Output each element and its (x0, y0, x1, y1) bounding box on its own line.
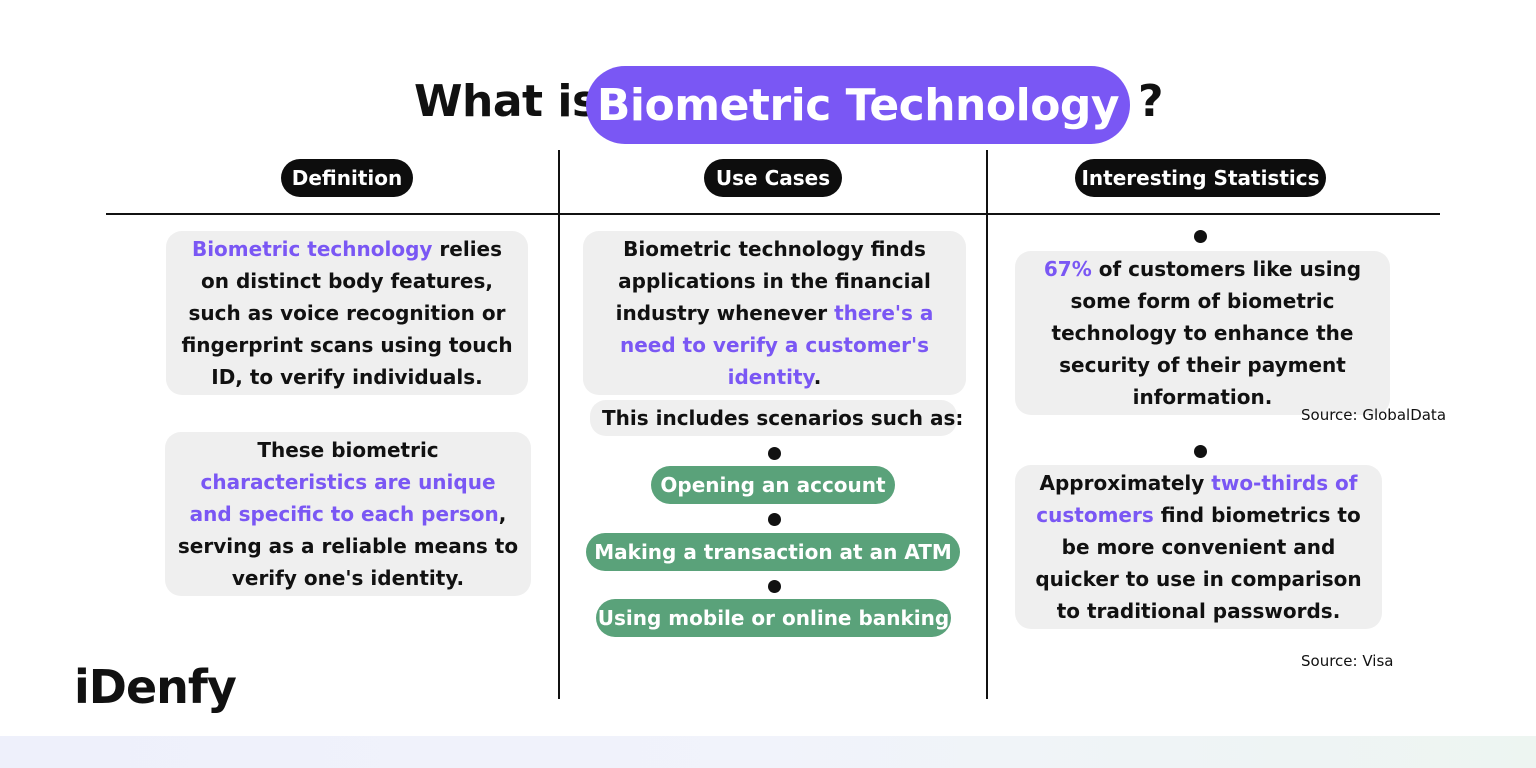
title-highlight: Biometric Technology (596, 79, 1120, 131)
scenario-item: Opening an account (651, 466, 895, 504)
use-cases-header: Use Cases (704, 159, 842, 197)
use-cases-text-b: . (813, 365, 822, 389)
definition-text-1: relies on distinct body features, such a… (181, 237, 513, 389)
header-divider (106, 213, 1440, 215)
statistic-2-text-a: Approximately (1039, 471, 1212, 495)
bullet-dot (768, 513, 781, 526)
brand-logo: iDenfy (74, 660, 237, 714)
statistic-2-highlight: two-thirds of customers (1036, 471, 1358, 527)
definition-paragraph-1: Biometric technology relies on distinct … (166, 231, 528, 395)
title-prefix: What is (414, 76, 598, 127)
scenario-item: Making a transaction at an ATM (586, 533, 960, 571)
statistics-header: Interesting Statistics (1075, 159, 1326, 197)
footer-band (0, 736, 1536, 768)
definition-header: Definition (281, 159, 413, 197)
bullet-dot (768, 447, 781, 460)
definition-text-2b: , serving as a reliable means to verify … (177, 502, 519, 590)
use-cases-intro: Biometric technology finds applications … (583, 231, 966, 395)
statistic-2-text-b: find biometrics to be more convenient an… (1035, 503, 1362, 623)
statistic-1-source: Source: GlobalData (1301, 406, 1447, 424)
title-highlight-pill: Biometric Technology (586, 66, 1130, 144)
scenarios-label: This includes scenarios such as: (590, 400, 963, 436)
definition-paragraph-2: These biometric characteristics are uniq… (165, 432, 531, 596)
use-cases-highlight: there's a need to verify a customer's id… (620, 301, 934, 389)
statistic-1-highlight: 67% (1043, 257, 1092, 281)
statistic-1-text: of customers like using some form of bio… (1051, 257, 1362, 409)
bullet-dot (1194, 445, 1207, 458)
statistic-2-source: Source: Visa (1301, 652, 1394, 670)
column-divider-left (558, 150, 560, 699)
statistic-1: 67% of customers like using some form of… (1015, 251, 1390, 415)
bullet-dot (768, 580, 781, 593)
column-divider-right (986, 150, 988, 699)
definition-text-2a: These biometric (257, 438, 439, 462)
definition-highlight-2: characteristics are unique and specific … (189, 470, 499, 526)
statistic-2: Approximately two-thirds of customers fi… (1015, 465, 1382, 629)
use-cases-text-a: Biometric technology finds applications … (615, 237, 931, 325)
definition-highlight-1: Biometric technology (191, 237, 433, 261)
title-suffix: ? (1138, 76, 1164, 127)
scenario-item: Using mobile or online banking (596, 599, 951, 637)
bullet-dot (1194, 230, 1207, 243)
page-title: What is Biometric Technology ? (0, 64, 1536, 144)
